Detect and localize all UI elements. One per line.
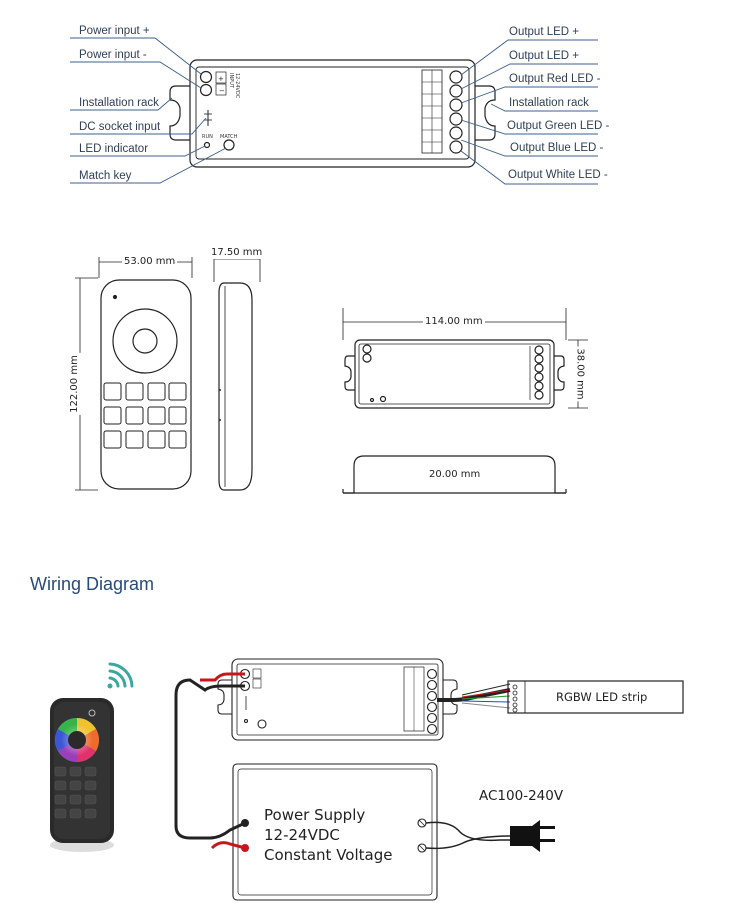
label-output-led-plus-1: Output LED +	[509, 26, 579, 38]
left-callout-lines	[70, 37, 227, 184]
top-controller	[169, 59, 496, 168]
dim-controller-length: 114.00 mm	[423, 316, 485, 328]
remote-side	[218, 282, 253, 491]
label-led-indicator: LED indicator	[79, 143, 149, 155]
dim-remote-depth: 17.50 mm	[209, 247, 265, 259]
right-callout-lines	[460, 39, 598, 185]
controller-top-view	[344, 339, 565, 409]
power-supply-box	[232, 763, 438, 901]
remote-front	[100, 279, 192, 490]
label-installation-rack-right: Installation rack	[509, 97, 589, 109]
remote-dimension-lines	[75, 257, 193, 491]
label-output-led-plus-2: Output LED +	[509, 50, 579, 62]
led-strip-label: RGBW LED strip	[556, 690, 648, 704]
label-dc-socket-input: DC socket input	[79, 121, 161, 133]
ps-line-3: Constant Voltage	[264, 846, 393, 864]
dim-remote-height: 122.00 mm	[68, 353, 81, 415]
label-output-red-led: Output Red LED -	[509, 73, 601, 85]
ac-voltage-label: AC100-240V	[479, 788, 564, 804]
label-installation-rack-left: Installation rack	[79, 97, 159, 109]
wiring-remote	[50, 698, 114, 852]
label-match-key: Match key	[79, 170, 132, 182]
ps-line-1: Power Supply	[264, 806, 366, 824]
input-text: INPUT	[228, 73, 234, 89]
run-text: RUN	[202, 134, 213, 140]
voltage-text: 12-24VDC	[234, 73, 240, 99]
label-power-input-plus: Power input +	[79, 25, 150, 37]
wiring-controller	[217, 658, 458, 741]
label-power-input-minus: Power input -	[79, 49, 147, 61]
label-output-blue-led: Output Blue LED -	[510, 142, 604, 154]
power-wires	[174, 672, 246, 850]
top-controller-text: INPUT 12-24VDC RUN MATCH + −	[202, 73, 240, 140]
label-output-green-led: Output Green LED -	[507, 120, 610, 132]
svg-text:+: +	[218, 75, 224, 83]
match-text: MATCH	[220, 134, 238, 140]
svg-text:−: −	[219, 87, 225, 95]
section-title: Wiring Diagram	[30, 574, 155, 594]
wireless-signal-icon	[107, 662, 134, 689]
dim-controller-height: 20.00 mm	[427, 469, 483, 481]
label-output-white-led: Output White LED -	[508, 169, 608, 181]
led-strip	[437, 680, 684, 714]
ac-plug	[425, 820, 555, 852]
controller-side-view	[342, 455, 567, 494]
ps-line-2: 12-24VDC	[264, 826, 340, 844]
dim-remote-width: 53.00 mm	[122, 256, 178, 268]
dim-controller-width: 38.00 mm	[573, 346, 586, 402]
